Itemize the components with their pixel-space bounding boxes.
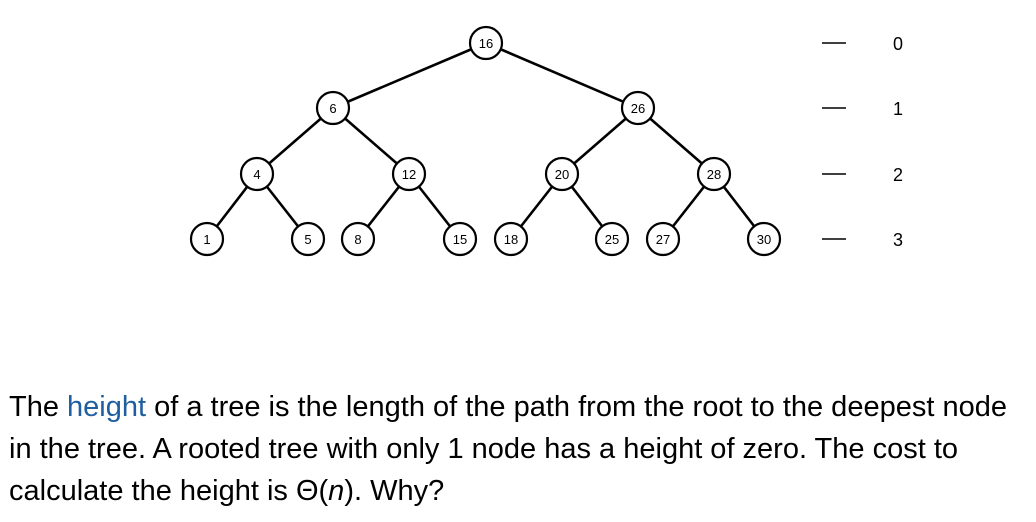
tree-node-25: 25 bbox=[594, 221, 630, 257]
node-label: 20 bbox=[555, 167, 569, 182]
level-label: 1 bbox=[893, 99, 903, 119]
node-circle bbox=[620, 90, 656, 126]
node-label: 18 bbox=[504, 232, 518, 247]
level-label: 0 bbox=[893, 34, 903, 54]
level-marker-2: 2 bbox=[822, 165, 903, 185]
node-circle bbox=[493, 221, 529, 257]
math-variable-n: n bbox=[328, 475, 345, 507]
tree-node-18: 18 bbox=[493, 221, 529, 257]
tree-node-28: 28 bbox=[696, 156, 732, 192]
node-label: 6 bbox=[329, 101, 336, 116]
height-term-link: height bbox=[67, 391, 147, 423]
node-circle bbox=[544, 156, 580, 192]
node-circle bbox=[468, 25, 504, 61]
level-marker-1: 1 bbox=[822, 99, 903, 119]
caption-text: The height of a tree is the length of th… bbox=[9, 386, 1033, 512]
tree-node-30: 30 bbox=[746, 221, 782, 257]
node-label: 4 bbox=[253, 167, 260, 182]
tree-node-4: 4 bbox=[239, 156, 275, 192]
tree-node-15: 15 bbox=[442, 221, 478, 257]
level-label: 3 bbox=[893, 230, 903, 250]
node-circle bbox=[239, 156, 275, 192]
node-circle bbox=[442, 221, 478, 257]
caption-part-2: of a tree is the length of the path from… bbox=[9, 391, 1007, 507]
node-label: 26 bbox=[631, 101, 645, 116]
node-circle bbox=[189, 221, 225, 257]
tree-node-27: 27 bbox=[645, 221, 681, 257]
tree-edge bbox=[332, 41, 487, 110]
node-circle bbox=[746, 221, 782, 257]
caption-part-3: ). Why? bbox=[344, 475, 445, 507]
node-label: 8 bbox=[354, 232, 361, 247]
node-label: 27 bbox=[656, 232, 670, 247]
tree-node-12: 12 bbox=[391, 156, 427, 192]
tree-node-5: 5 bbox=[290, 221, 326, 257]
node-circle bbox=[594, 221, 630, 257]
node-circle bbox=[391, 156, 427, 192]
tree-edges bbox=[205, 41, 766, 240]
tree-node-1: 1 bbox=[189, 221, 225, 257]
node-label: 30 bbox=[757, 232, 771, 247]
node-circle bbox=[315, 90, 351, 126]
node-label: 1 bbox=[203, 232, 210, 247]
level-markers: 0 1 2 3 bbox=[822, 34, 903, 250]
tree-node-16: 16 bbox=[468, 25, 504, 61]
tree-node-20: 20 bbox=[544, 156, 580, 192]
node-circle bbox=[696, 156, 732, 192]
node-circle bbox=[645, 221, 681, 257]
node-label: 28 bbox=[707, 167, 721, 182]
node-label: 16 bbox=[479, 36, 493, 51]
caption-part-1: The bbox=[9, 391, 68, 423]
tree-edge bbox=[485, 41, 639, 110]
level-marker-3: 3 bbox=[822, 230, 903, 250]
node-circle bbox=[340, 221, 376, 257]
node-label: 15 bbox=[453, 232, 467, 247]
node-label: 5 bbox=[304, 232, 311, 247]
tree-node-8: 8 bbox=[340, 221, 376, 257]
level-label: 2 bbox=[893, 165, 903, 185]
node-circle bbox=[290, 221, 326, 257]
tree-node-6: 6 bbox=[315, 90, 351, 126]
node-label: 12 bbox=[402, 167, 416, 182]
node-label: 25 bbox=[605, 232, 619, 247]
level-marker-0: 0 bbox=[822, 34, 903, 54]
tree-node-26: 26 bbox=[620, 90, 656, 126]
